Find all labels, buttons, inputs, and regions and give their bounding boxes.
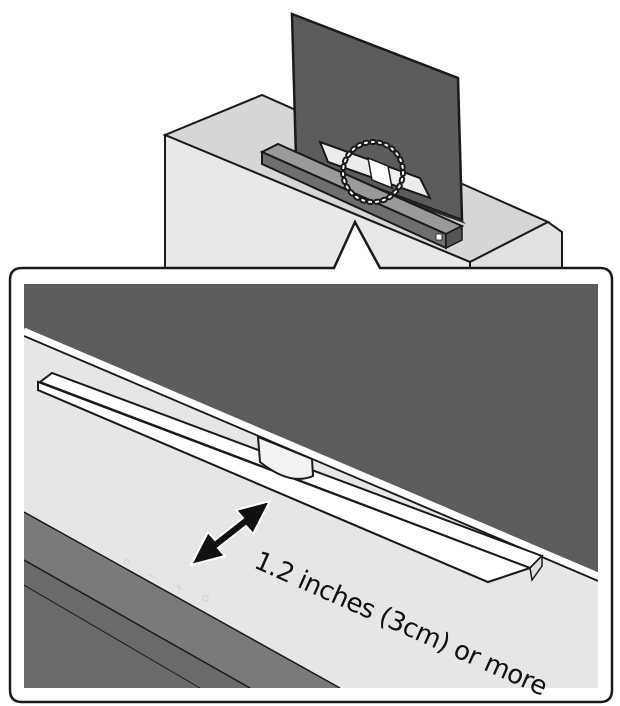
soundbar-buttons [123, 558, 209, 602]
tv-stand-closeup [37, 371, 544, 584]
overview-scene [162, 12, 563, 269]
tv-screen-closeup [24, 284, 598, 575]
soundbar-icon [259, 142, 465, 250]
double-arrow-icon [189, 499, 272, 567]
soundbar-closeup [24, 511, 341, 688]
zoom-callout [8, 219, 614, 704]
